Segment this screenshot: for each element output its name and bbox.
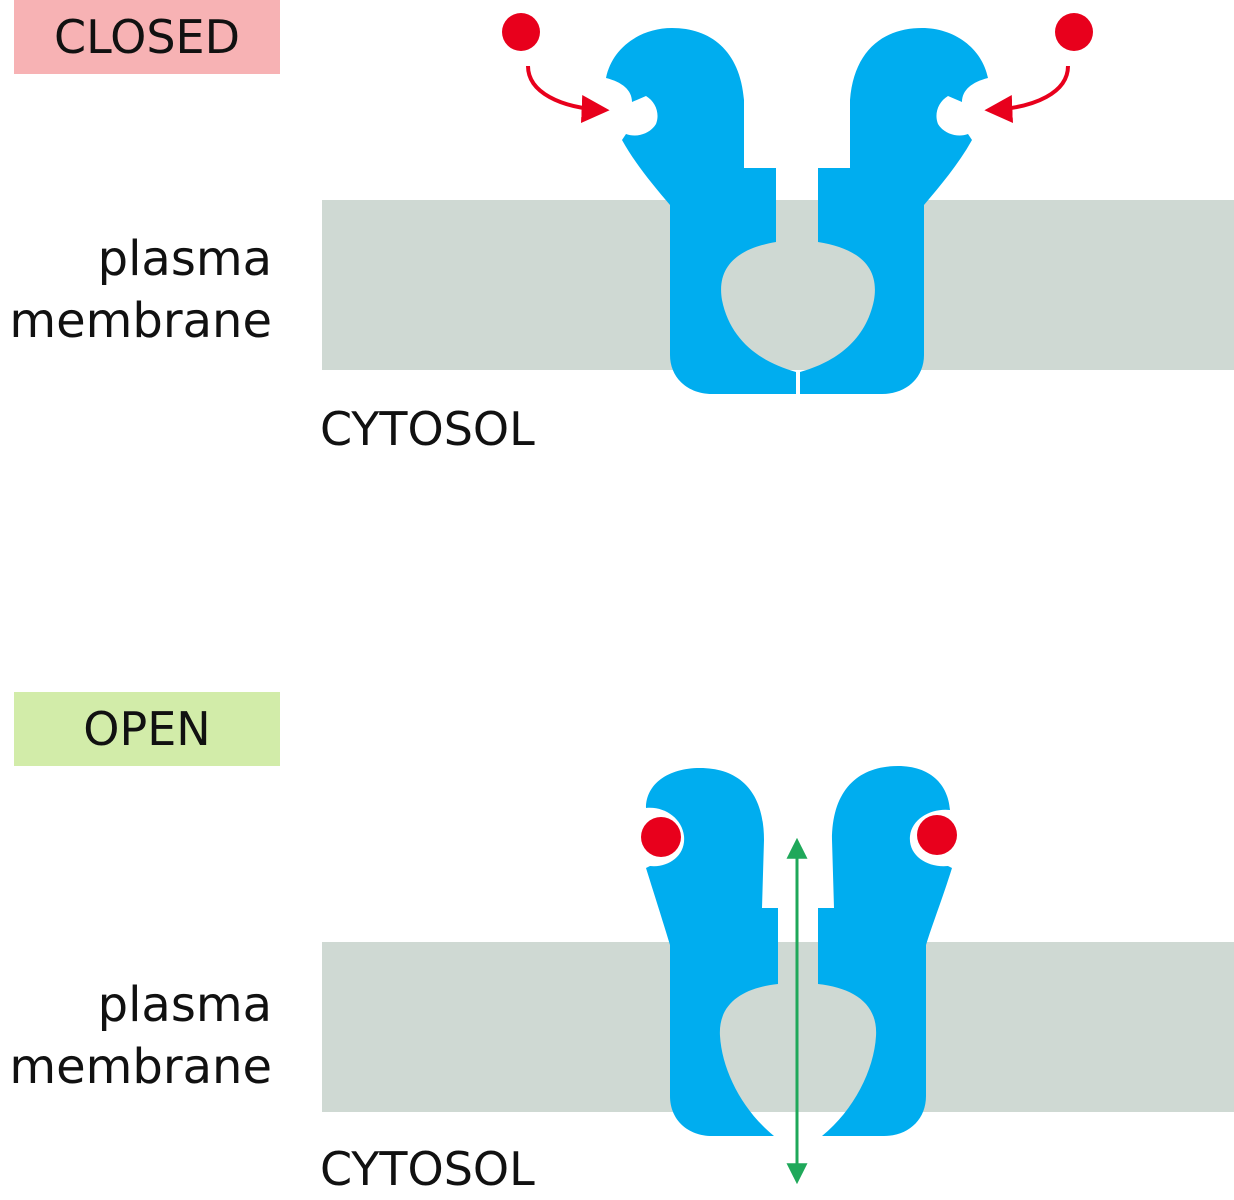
open-state-label: OPEN <box>14 692 280 766</box>
closed-ligand-right <box>1055 13 1093 51</box>
closed-cytosol-label: CYTOSOL <box>320 402 535 456</box>
open-cytosol-label: CYTOSOL <box>320 1142 535 1196</box>
closed-membrane-label-line2: membrane <box>9 293 272 349</box>
closed-binding-arrow-right <box>984 65 1070 124</box>
closed-membrane-label: plasma membrane <box>0 228 272 352</box>
closed-membrane-label-line1: plasma <box>97 231 272 287</box>
open-membrane-label-line1: plasma <box>97 977 272 1033</box>
closed-plasma-membrane <box>322 200 1234 370</box>
open-bound-ligand-left <box>641 817 681 857</box>
open-bound-ligand-right <box>917 815 957 855</box>
open-channel-right-subunit <box>818 766 952 1136</box>
closed-ligand-left <box>502 13 540 51</box>
open-channel-left-subunit <box>646 768 778 1136</box>
open-ion-channel <box>646 766 952 1136</box>
closed-state-label: CLOSED <box>14 0 280 74</box>
closed-binding-arrow-left <box>526 65 610 123</box>
open-membrane-label: plasma membrane <box>0 974 272 1098</box>
open-membrane-label-line2: membrane <box>9 1039 272 1095</box>
closed-channel-left-subunit <box>606 28 796 394</box>
closed-channel-right-subunit <box>800 28 988 394</box>
closed-ion-channel <box>606 28 988 394</box>
